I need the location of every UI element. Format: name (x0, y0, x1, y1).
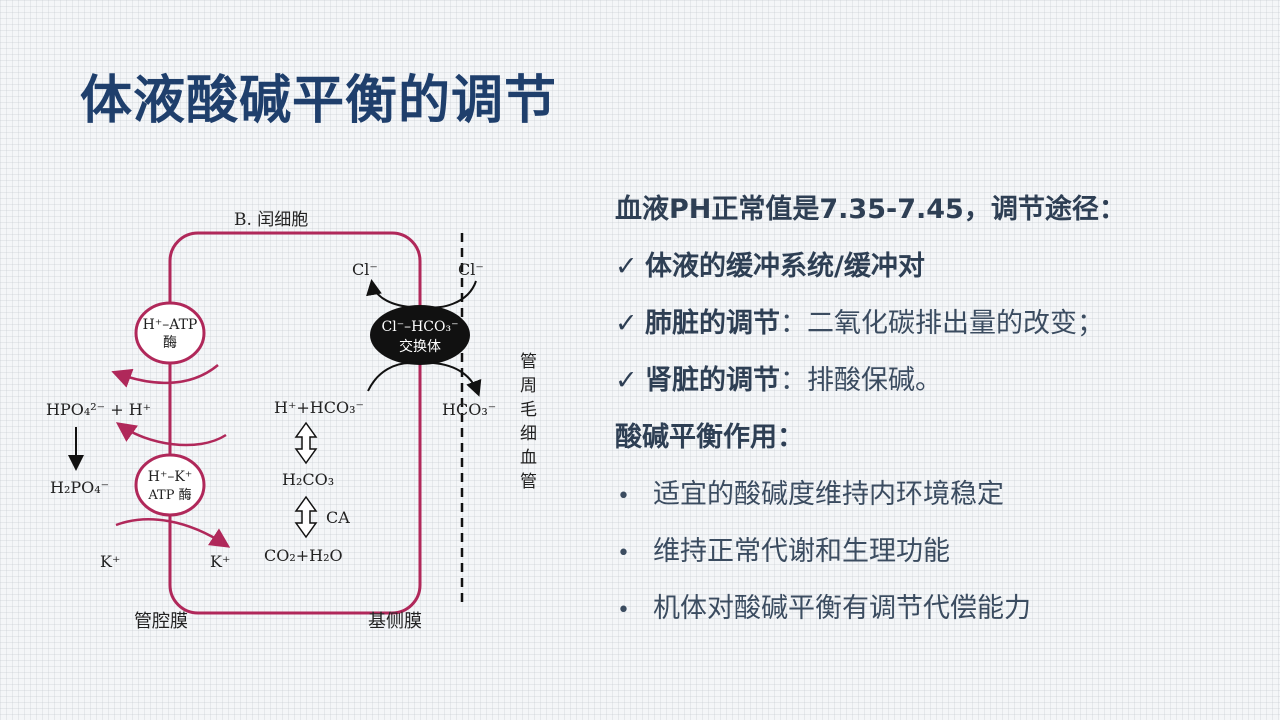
cl-cell-label: Cl⁻ (352, 260, 378, 279)
bullet-item: • 机体对酸碱平衡有调节代偿能力 (615, 589, 1255, 646)
bullet-icon: • (617, 484, 630, 509)
check-item-detail: ：排酸保碱。 (780, 365, 942, 396)
equilibrium-arrow-1 (294, 421, 318, 465)
cl-in-arrow (429, 280, 477, 309)
check-item-label: 体液的缓冲系统/缓冲对 (645, 251, 925, 282)
exchanger-label: Cl⁻–HCO₃⁻ (382, 319, 459, 335)
h-atp-pump (134, 301, 206, 365)
h-hco3-label: H⁺+HCO₃⁻ (274, 398, 364, 417)
h2po4-label: H₂PO₄⁻ (50, 478, 109, 497)
check-icon: ✓ (615, 308, 638, 339)
effect-heading: 酸碱平衡作用： (615, 422, 804, 453)
k-luminal-label: K⁺ (100, 552, 120, 571)
h-secretion-arrow-2 (115, 422, 227, 447)
capillary-char-5: 血 (520, 448, 537, 468)
capillary-char-2: 周 (520, 376, 537, 396)
hco3-out-arrow-2 (432, 362, 482, 397)
cl-blood-label: Cl⁻ (458, 260, 484, 279)
cell-title: B. 闰细胞 (234, 210, 308, 230)
ca-label: CA (326, 508, 350, 527)
h-atp-pump-label-2: 酶 (163, 335, 177, 351)
hco3-out-arrow-1 (367, 362, 411, 392)
basolateral-membrane-label: 基侧膜 (368, 611, 422, 632)
h-k-atpase (134, 453, 206, 517)
bullet-item: • 维持正常代谢和生理功能 (615, 532, 1255, 589)
bullet-icon: • (617, 598, 630, 623)
h-secretion-arrow-1 (111, 364, 219, 388)
cell-membrane (168, 231, 422, 615)
check-item-kidney: ✓肾脏的调节：排酸保碱。 (615, 361, 1255, 418)
bullet-text: 维持正常代谢和生理功能 (653, 536, 950, 567)
equilibrium-arrow-2 (294, 495, 318, 539)
bullet-icon: • (617, 541, 630, 566)
capillary-char-1: 管 (520, 352, 537, 372)
check-item-lung: ✓肺脏的调节：二氧化碳排出量的改变； (615, 304, 1255, 361)
cl-into-cell-arrow (366, 279, 411, 308)
page-title: 体液酸碱平衡的调节 (80, 71, 558, 131)
h2co3-label: H₂CO₃ (282, 470, 334, 489)
check-item-label: 肺脏的调节 (645, 308, 780, 339)
check-item-label: 肾脏的调节 (645, 365, 780, 396)
bullet-item: • 适宜的酸碱度维持内环境稳定 (615, 475, 1255, 532)
h-k-atpase-label: H⁺–K⁺ (148, 469, 192, 485)
k-uptake-arrow (115, 518, 231, 548)
exchanger-label-2: 交换体 (399, 338, 441, 355)
hco3-blood-label: HCO₃⁻ (442, 400, 496, 419)
check-item-detail: ：二氧化碳排出量的改变； (780, 308, 1104, 339)
h-k-atpase-label-2: ATP 酶 (147, 487, 191, 503)
capillary-char-4: 细 (520, 424, 537, 444)
capillary-char-3: 毛 (520, 400, 537, 420)
bullet-text: 机体对酸碱平衡有调节代偿能力 (653, 593, 1031, 624)
capillary-char-6: 管 (520, 472, 537, 492)
hpo4-label: HPO₄²⁻ + H⁺ (46, 400, 151, 419)
bullet-text: 适宜的酸碱度维持内环境稳定 (653, 479, 1004, 510)
cl-hco3-exchanger (370, 305, 470, 365)
diagram-svg: B. 闰细胞 H⁺–ATP 酶 H⁺–K⁺ ATP 酶 HPO₄²⁻ + H⁺ … (46, 210, 537, 632)
co2-h2o-label: CO₂+H₂O (264, 546, 343, 565)
renal-intercalated-cell-diagram: B. 闰细胞 H⁺–ATP 酶 H⁺–K⁺ ATP 酶 HPO₄²⁻ + H⁺ … (38, 195, 558, 645)
regulation-heading: 血液PH正常值是7.35-7.45，调节途径： (615, 194, 1126, 225)
k-cell-label: K⁺ (210, 552, 230, 571)
text-panel: 血液PH正常值是7.35-7.45，调节途径： ✓体液的缓冲系统/缓冲对 ✓肺脏… (615, 190, 1255, 646)
check-icon: ✓ (615, 251, 638, 282)
luminal-membrane-label: 管腔膜 (134, 611, 188, 632)
check-item-buffer: ✓体液的缓冲系统/缓冲对 (615, 247, 1255, 304)
check-icon: ✓ (615, 365, 638, 396)
h-atp-pump-label: H⁺–ATP (143, 317, 198, 333)
